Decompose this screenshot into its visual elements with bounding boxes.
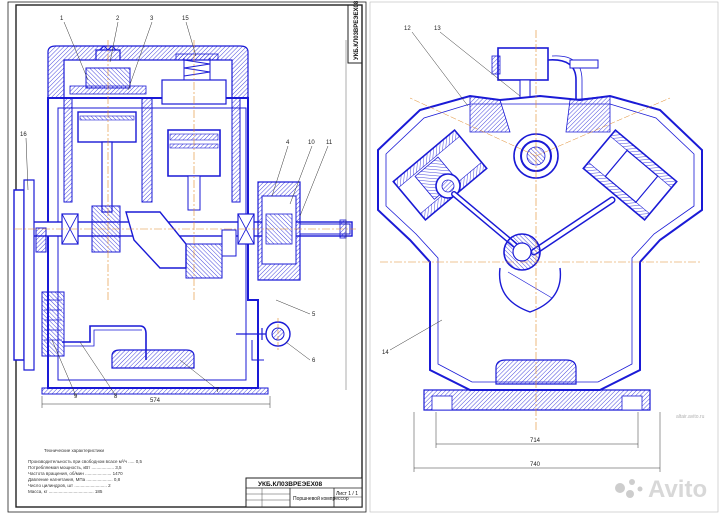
label-6: 6 [312,358,316,364]
label-5: 5 [312,312,316,318]
avito-watermark: Avito altair.avito.ru [615,414,707,503]
label-16: 16 [20,132,27,138]
dim-side-total: 740 [530,462,541,468]
label-3: 3 [150,16,154,22]
stamp-name: Поршневой компрессор [293,495,349,502]
watermark-brand: Avito [648,476,707,503]
side-view-labels: 12 13 14 [382,26,441,356]
tech-note-5: Число цилиндров, шт ....................… [28,483,111,488]
label-8: 8 [114,394,118,400]
stamp-sheet-info: Лист 1 / 1 [336,491,358,497]
side-section-view: 12 13 14 714 740 [377,26,703,472]
label-15: 15 [182,16,189,22]
sheet-title-vertical: УКБ.КЛ03ВРЕЭЕХ08 [354,0,360,60]
label-7: 7 [216,388,220,394]
watermark-handle: altair.avito.ru [676,414,705,420]
tech-note-1: Производительность при свободном всасе м… [28,459,142,464]
technical-notes: Технические характеристики Производитель… [28,448,142,494]
dim-front-width: 574 [150,398,161,404]
tech-note-4: Давление нагнетания, МПа ...............… [28,477,121,482]
tech-note-6: Масса, кг ..............................… [28,489,103,494]
dim-side-inner: 714 [530,438,541,444]
label-10: 10 [308,140,315,146]
tech-note-2: Потребляемая мощность, кВт .............… [28,465,122,470]
label-14: 14 [382,350,389,356]
stamp-designation: УКБ.КЛ03ВРЕЭЕХ08 [258,481,323,488]
tech-note-3: Частота вращения, об/мин ...............… [28,471,123,476]
label-9: 9 [74,394,78,400]
label-2: 2 [116,16,120,22]
label-4: 4 [286,140,290,146]
tech-notes-title: Технические характеристики [44,448,105,453]
label-11: 11 [326,140,333,146]
label-12: 12 [404,26,411,32]
front-view-labels: 1 2 3 15 4 10 11 16 5 6 7 8 9 [20,16,333,400]
title-block: УКБ.КЛ03ВРЕЭЕХ08 Поршневой компрессор Ли… [245,477,363,508]
front-section-view: 1 2 3 15 4 10 11 16 5 6 7 8 9 574 [13,16,356,408]
right-sheet-frame [369,1,719,513]
label-13: 13 [434,26,441,32]
label-1: 1 [60,16,64,22]
